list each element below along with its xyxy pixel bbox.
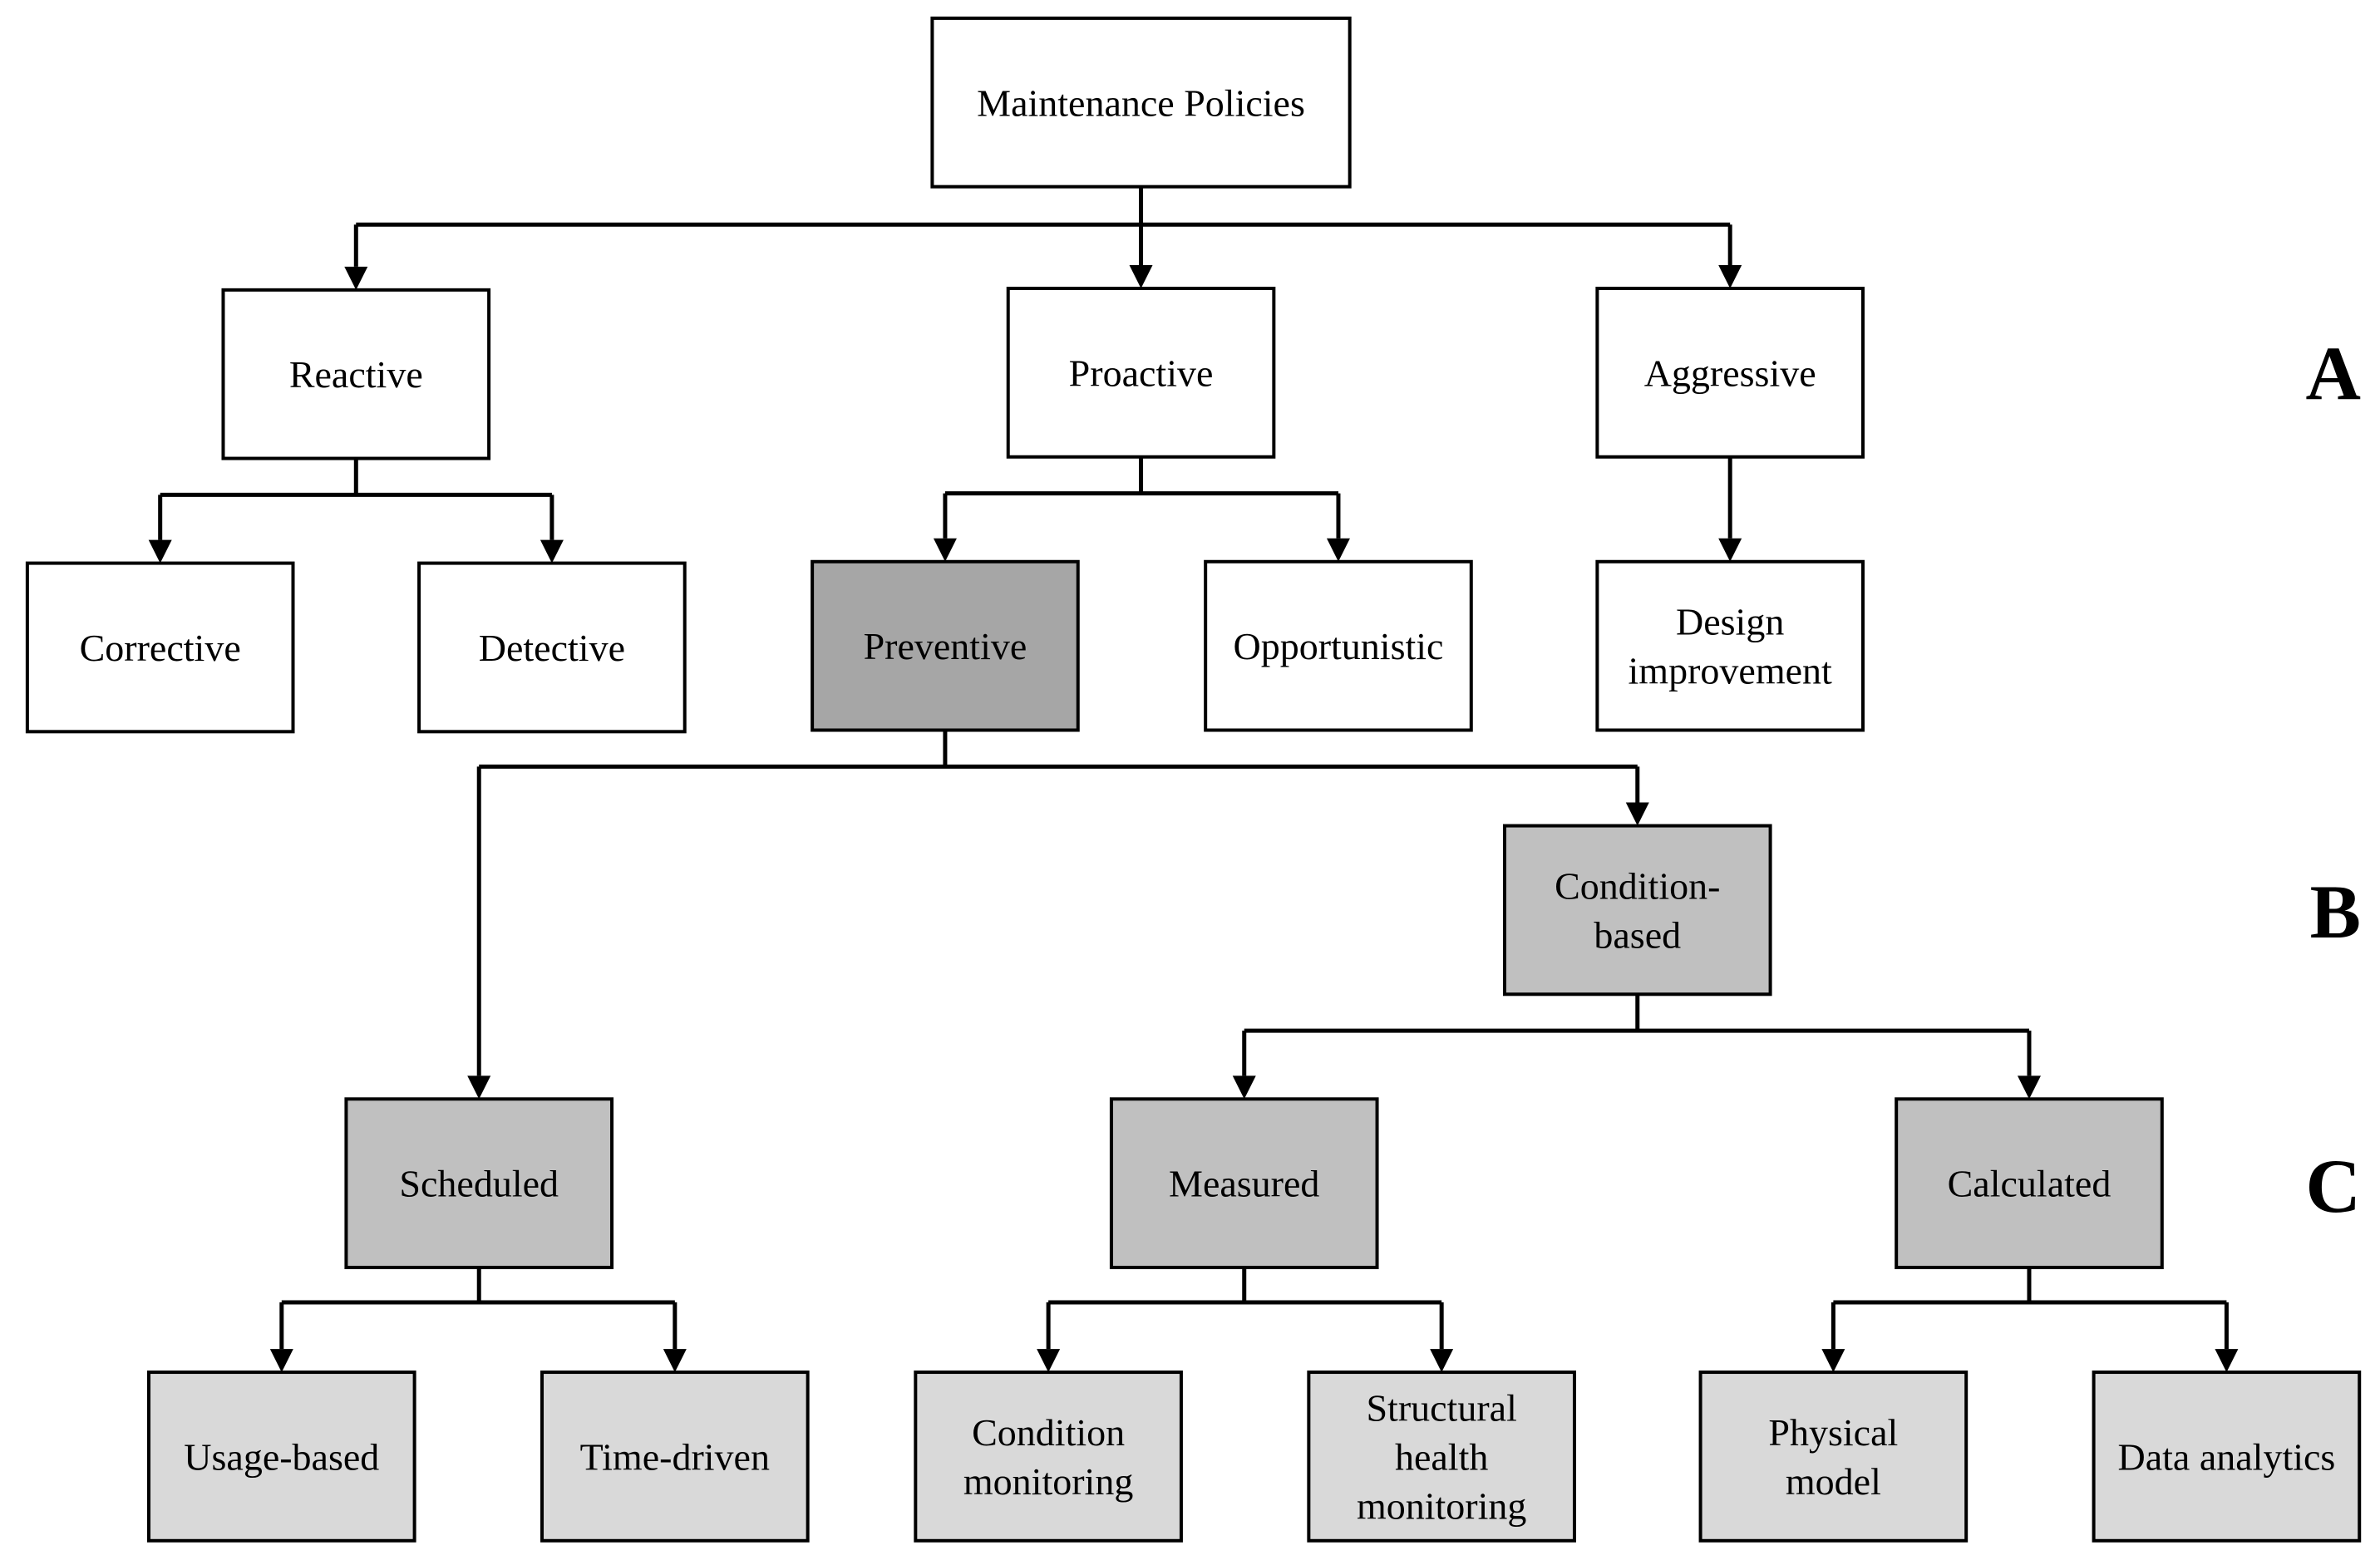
node-maintenance-policies: Maintenance Policies [930,16,1352,189]
node-reactive: Reactive [221,288,491,460]
node-label: Structural [1366,1386,1516,1429]
node-structural-health-monitoring: Structural health monitoring [1307,1371,1576,1543]
node-label: monitoring [1357,1484,1526,1527]
edge-group-scheduled [269,1267,687,1373]
edge-group-aggressive [1718,456,1742,562]
node-label: monitoring [963,1460,1133,1503]
level-labels: A B C [2306,331,2361,1228]
level-label-b: B [2310,869,2361,954]
arrowhead-detective [540,539,564,563]
node-data-analytics: Data analytics [2092,1371,2362,1543]
node-label: Reactive [289,353,423,396]
node-label: Corrective [80,627,241,669]
node-box [1502,824,1772,997]
edge-group-condition-based [1232,994,2041,1100]
node-detective: Detective [417,561,687,734]
node-box [1204,559,1473,732]
node-box [417,561,687,734]
arrowhead-scheduled [467,1075,491,1100]
node-box [1307,1371,1576,1543]
node-label: Opportunistic [1233,625,1443,667]
node-label: Data analytics [2118,1435,2336,1478]
node-box [1109,1097,1379,1270]
node-proactive: Proactive [1006,287,1276,459]
node-box [930,16,1352,189]
node-label: Aggressive [1644,352,1816,394]
node-calculated: Calculated [1895,1097,2164,1270]
node-box [1595,287,1865,459]
node-label: model [1786,1460,1881,1503]
node-box [1006,287,1276,459]
arrowhead-preventive [933,538,957,562]
node-time-driven: Time-driven [540,1371,810,1543]
edge-group-calculated [1821,1267,2239,1373]
arrowhead-measured [1232,1075,1256,1100]
level-label-a: A [2306,331,2361,416]
node-scheduled: Scheduled [344,1097,614,1270]
node-label: Time-driven [580,1435,770,1478]
node-corrective: Corrective [25,561,295,734]
node-label: Preventive [864,625,1027,667]
node-box [25,561,295,734]
node-label: Measured [1169,1163,1319,1205]
node-label: Proactive [1069,352,1214,394]
node-box [221,288,491,460]
node-preventive: Preventive [811,559,1080,732]
node-label: Condition [972,1411,1125,1454]
arrowhead-corrective [148,539,172,563]
node-label: Design [1676,601,1784,643]
arrowhead-time-driven [663,1349,687,1373]
node-label: Detective [479,627,625,669]
node-opportunistic: Opportunistic [1204,559,1473,732]
node-physical-model: Physical model [1698,1371,1969,1543]
node-label: improvement [1629,650,1832,692]
node-box [1595,559,1865,732]
arrowhead-usage-based [269,1349,293,1373]
node-box [2092,1371,2362,1543]
edge-group-preventive [467,730,1649,1100]
node-label: health [1395,1435,1488,1478]
node-condition-based: Condition-based [1502,824,1772,997]
arrowhead-aggressive [1718,265,1742,289]
node-box [1895,1097,2164,1270]
arrowhead-condition-based [1625,802,1649,826]
arrowhead-structural-health-monitoring [1430,1349,1454,1373]
node-label: Usage-based [184,1435,379,1478]
arrowhead-physical-model [1821,1349,1845,1373]
arrowhead-data-analytics [2215,1349,2239,1373]
node-aggressive: Aggressive [1595,287,1865,459]
edge-group-reactive [148,458,564,563]
arrowhead-condition-monitoring [1037,1349,1061,1373]
node-box [914,1371,1183,1543]
edge-group-proactive [933,456,1350,562]
node-label: based [1594,913,1681,956]
node-condition-monitoring: Condition monitoring [914,1371,1183,1543]
node-box [540,1371,810,1543]
arrowhead-design-improvement [1718,538,1742,562]
node-box [1698,1371,1969,1543]
arrowhead-reactive [344,266,368,290]
arrowhead-proactive [1129,265,1153,289]
node-usage-based: Usage-based [146,1371,416,1543]
node-label: Scheduled [399,1163,559,1205]
node-box [146,1371,416,1543]
node-box [344,1097,614,1270]
arrowhead-calculated [2017,1075,2041,1100]
arrowhead-opportunistic [1326,538,1350,562]
node-label: Physical [1768,1411,1898,1454]
node-design-improvement: Design improvement [1595,559,1865,732]
level-label-c: C [2306,1144,2361,1228]
edge-group-measured [1037,1267,1454,1373]
node-label: Calculated [1948,1163,2111,1205]
node-measured: Measured [1109,1097,1379,1270]
node-label: Maintenance Policies [977,81,1305,124]
node-box [811,559,1080,732]
node-label: Condition- [1555,864,1720,907]
edge-group-maintenance-policies [344,186,1742,290]
edges-layer [148,186,2239,1373]
